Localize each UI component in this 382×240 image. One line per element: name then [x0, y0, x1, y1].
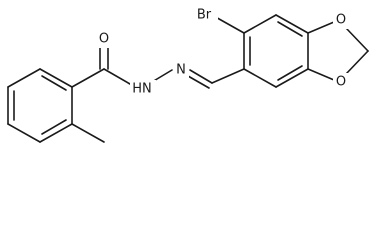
bond-dioxole-o-top: [307, 21, 335, 34]
benzene-ring-left: [7, 68, 73, 143]
bond-n-ch-1: [189, 69, 213, 84]
atom-carbonyl-oxygen: O: [99, 32, 109, 47]
atom-bromine: Br: [197, 8, 212, 23]
bond-ring-right-double-b: [277, 21, 303, 37]
atom-hydrazone-nitrogen: N: [176, 63, 186, 78]
atom-dioxole-oxygen-bottom: O: [336, 75, 346, 90]
bond-carbonyl-nh: [103, 68, 131, 85]
bond-n-ch-2: [187, 75, 210, 89]
bond-ring-left-double-b: [41, 119, 67, 135]
bond-ch-ring: [211, 68, 245, 84]
benzene-ring-right: [243, 14, 309, 88]
bond-ring-left-1: [39, 68, 73, 88]
structure-canvas: Br O N HN O O: [7, 6, 369, 143]
bond-dioxole-o-bottom: [307, 68, 335, 81]
bond-ring-left-4: [7, 123, 41, 143]
bond-dioxole-ch2-bottom: [345, 50, 369, 75]
bond-aryl-carbonyl: [71, 68, 105, 88]
bond-ring-right-5: [275, 68, 309, 88]
atom-amide-nh: HN: [132, 82, 152, 97]
bond-ring-right-2: [243, 14, 277, 34]
bond-dioxole-ch2-top: [345, 27, 369, 52]
bond-ring-left-double-a: [41, 75, 67, 91]
bond-ring-right-6: [243, 68, 277, 88]
methyl-bond: [71, 123, 105, 143]
bond-ring-left-3: [39, 123, 73, 143]
bond-ring-right-3: [275, 14, 309, 34]
bond-ring-left-6: [7, 68, 41, 88]
atom-dioxole-oxygen-top: O: [336, 13, 346, 28]
bond-ring-right-double-c: [277, 65, 303, 81]
chemical-structure-diagram: Br O N HN O O: [7, 6, 369, 143]
